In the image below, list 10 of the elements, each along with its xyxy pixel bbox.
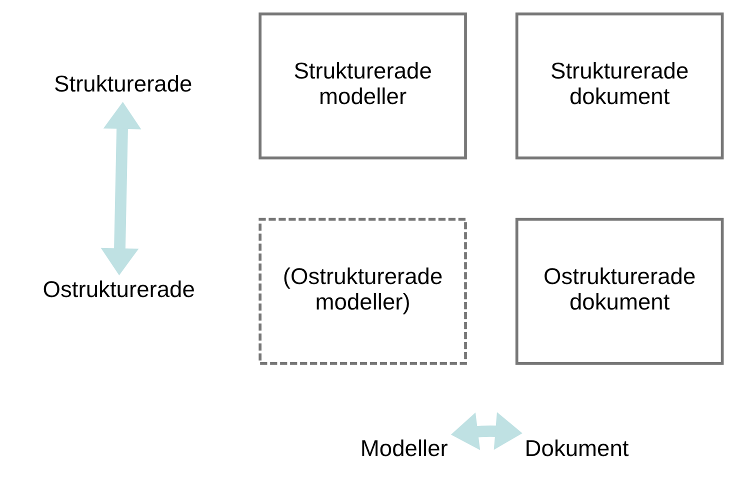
node-text: Strukturerade <box>54 70 192 96</box>
node-text: Ostrukturerade <box>42 276 195 302</box>
node-text: Modeller <box>360 434 448 461</box>
arrow <box>100 102 142 276</box>
arrow <box>450 412 522 450</box>
node-box: Ostrukturerade dokument <box>515 218 724 365</box>
node-box: Strukturerade dokument <box>515 12 724 160</box>
node-text: Dokument <box>524 434 629 461</box>
node-box: Strukturerade modeller <box>258 12 467 160</box>
node-box: (Ostrukturerade modeller) <box>258 218 467 365</box>
